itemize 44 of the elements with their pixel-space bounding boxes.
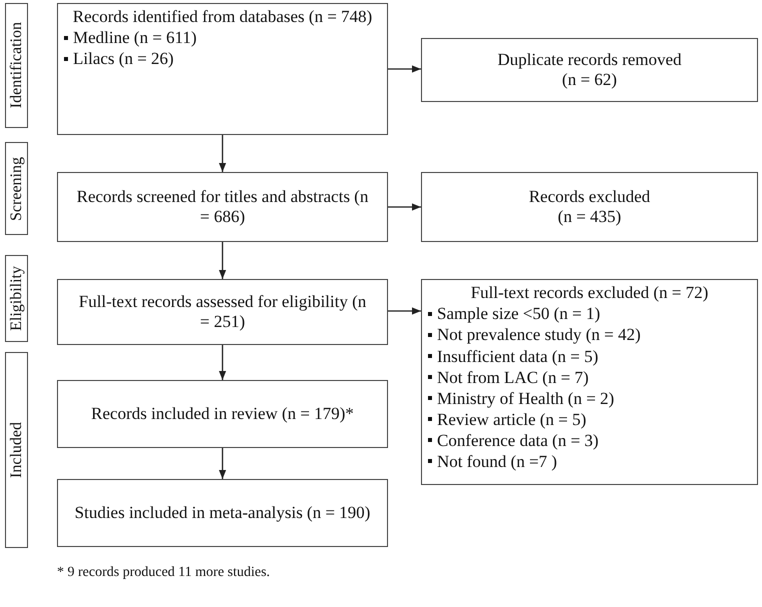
arrow xyxy=(388,203,421,211)
list-item: Review article (n = 5) xyxy=(437,408,586,430)
list-item: Medline (n = 611) xyxy=(73,27,197,48)
list-item: Sample size <50 (n = 1) xyxy=(437,303,600,324)
box-text: Studies included in meta-analysis (n = 190) xyxy=(74,502,370,524)
phase-label: Included xyxy=(8,422,26,478)
arrow xyxy=(218,242,226,279)
list-item: Insufficient data (n = 5) xyxy=(437,346,598,367)
box-text: (n = 435) xyxy=(558,207,622,228)
arrow xyxy=(218,135,226,172)
list-item: Lilacs (n = 26) xyxy=(73,48,174,70)
phase-label-box xyxy=(5,255,28,342)
list-item: Not found (n =7 ) xyxy=(437,450,558,472)
list-item: Not prevalence study (n = 42) xyxy=(437,324,641,346)
process-box xyxy=(57,172,388,242)
phase-label-box xyxy=(5,3,28,128)
box-text: (n = 62) xyxy=(562,70,617,90)
process-box xyxy=(57,380,388,448)
list-item: Not from LAC (n = 7) xyxy=(437,366,589,388)
footnote: * 9 records produced 11 more studies. xyxy=(57,565,270,581)
list-item: Ministry of Health (n = 2) xyxy=(437,388,614,409)
box-text: Records included in review (n = 179)* xyxy=(91,404,354,424)
phase-label: Eligibility xyxy=(8,266,26,331)
phase-label-box xyxy=(5,142,28,235)
phase-label: Screening xyxy=(8,156,26,220)
box-text: Duplicate records removed xyxy=(497,50,682,70)
process-box xyxy=(421,38,758,102)
list-item: Conference data (n = 3) xyxy=(437,430,599,451)
box-text: Records identified from databases (n = 748) xyxy=(72,7,374,28)
box-text: Records screened for titles and abstracts (n = 686) xyxy=(76,186,370,228)
arrow xyxy=(218,345,226,380)
arrow xyxy=(218,448,226,479)
process-box xyxy=(57,479,388,547)
phase-label-box xyxy=(5,352,28,548)
arrow xyxy=(388,65,421,73)
process-box xyxy=(57,279,388,345)
process-box xyxy=(421,279,758,485)
process-box xyxy=(57,3,388,135)
arrow xyxy=(388,307,421,315)
box-text: Records excluded xyxy=(528,186,650,207)
box-text: Full-text records excluded (n = 72) xyxy=(470,283,710,304)
phase-label: Identification xyxy=(8,22,26,109)
process-box xyxy=(421,172,758,242)
box-text: Full-text records assessed for eligibility (n = 251) xyxy=(78,292,368,332)
